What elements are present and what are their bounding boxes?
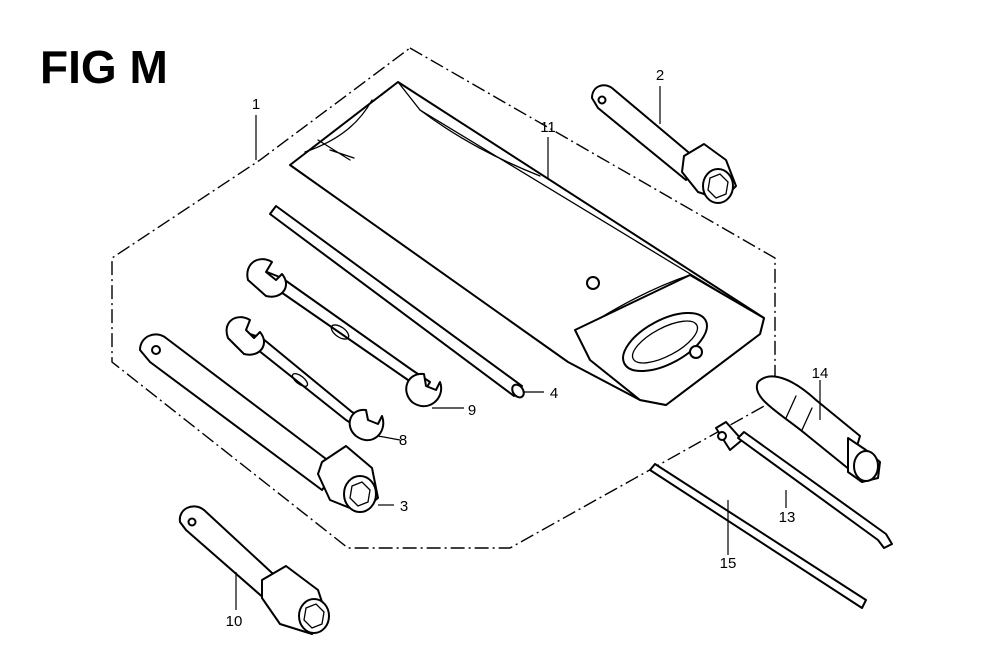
kit-outline (111, 47, 776, 549)
callout-1: 1 (252, 96, 260, 113)
callout-11: 11 (540, 119, 556, 136)
tommy-bar[interactable] (269, 205, 526, 400)
callout-13: 13 (779, 509, 796, 526)
callout-2: 2 (656, 67, 664, 84)
socket-wrench[interactable] (178, 505, 330, 635)
callout-15: 15 (720, 555, 737, 572)
screwdriver-bit[interactable] (715, 421, 893, 549)
box-wrench-small[interactable] (591, 84, 737, 204)
wrench-upper[interactable] (246, 258, 443, 408)
callout-3: 3 (400, 498, 408, 515)
figure-title: FIG M (40, 41, 168, 93)
callout-10: 10 (226, 613, 243, 630)
pin-rod[interactable] (649, 463, 867, 609)
callout-14: 14 (812, 365, 829, 382)
screwdriver-handle[interactable] (755, 375, 881, 483)
wrench-lower[interactable] (225, 316, 385, 442)
box-wrench-large[interactable] (139, 333, 379, 513)
callout-8: 8 (399, 432, 407, 449)
callout-4: 4 (550, 385, 558, 402)
tool-bag[interactable] (289, 81, 765, 406)
leader-lines (235, 86, 821, 610)
callout-9: 9 (468, 402, 476, 419)
